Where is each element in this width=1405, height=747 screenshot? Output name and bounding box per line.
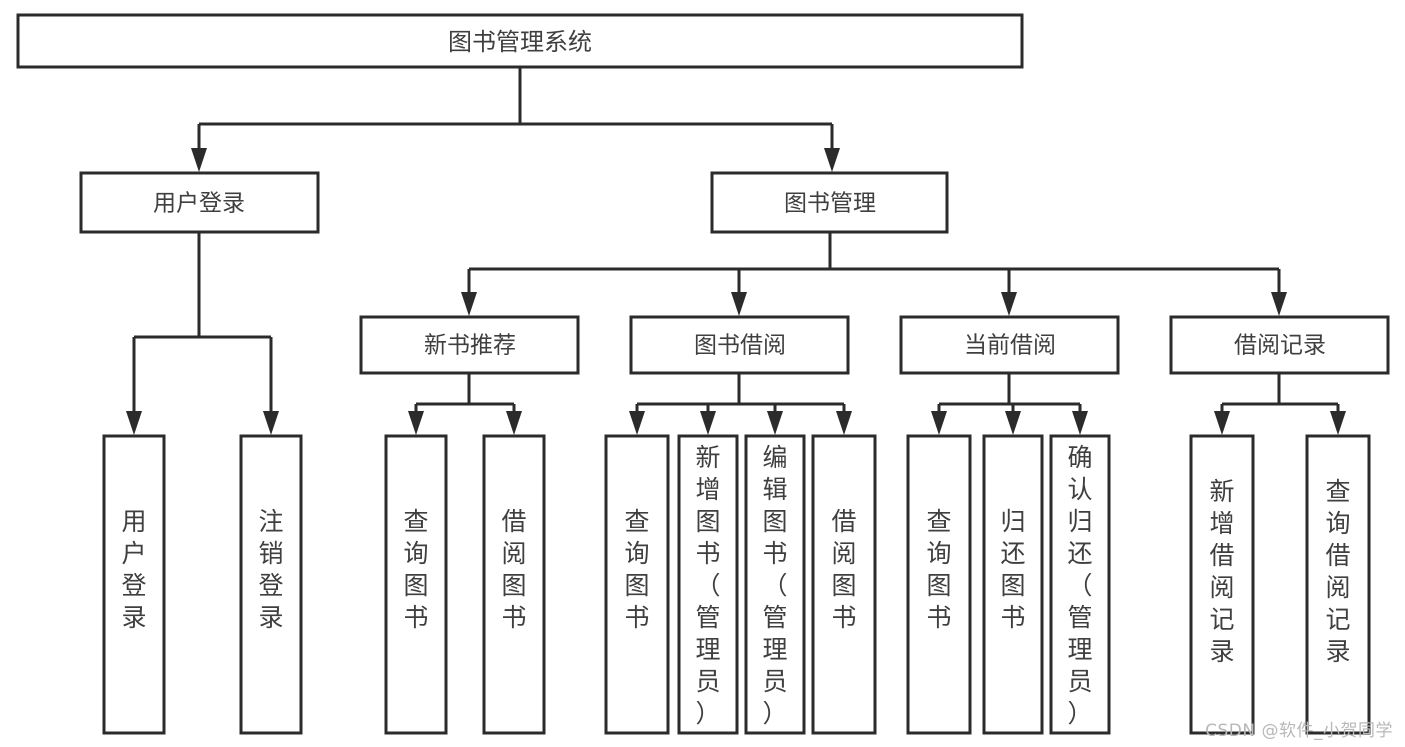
node-borrow-record-label: 借阅记录 — [1234, 333, 1326, 359]
node-leaf-bb-query[interactable]: 查询图书 — [604, 434, 670, 735]
node-new-book-rec[interactable]: 新书推荐 — [359, 315, 580, 375]
node-leaf-cb-confirm[interactable]: 确认归还（管理员） — [1049, 434, 1111, 735]
node-new-book-rec-label: 新书推荐 — [424, 333, 516, 359]
node-leaf-bb-add-label: 新增图书（管理员） — [695, 443, 720, 728]
arrow-head-leaf-cb-confirm — [1072, 411, 1088, 435]
arrow-head-user-login — [191, 148, 207, 172]
node-leaf-br-add-box[interactable] — [1189, 434, 1255, 735]
node-leaf-rec-query-label: 查询图书 — [403, 507, 428, 632]
node-leaf-bb-add-box[interactable] — [677, 434, 739, 735]
node-root-label: 图书管理系统 — [448, 28, 592, 56]
arrow-head-leaf-rec-query — [408, 411, 424, 435]
node-leaf-cb-confirm-label: 确认归还（管理员） — [1067, 443, 1092, 728]
arrow-head-leaf-br-add — [1214, 411, 1230, 435]
arrow-head-leaf-rec-borrow — [506, 411, 522, 435]
node-leaf-rec-query-box[interactable] — [384, 434, 448, 735]
node-borrow-record[interactable]: 借阅记录 — [1169, 315, 1390, 375]
node-user-login-label: 用户登录 — [153, 191, 245, 217]
arrow-head-borrow-record — [1271, 292, 1287, 316]
node-leaf-user-logout-box[interactable] — [239, 434, 303, 735]
node-leaf-rec-borrow-box[interactable] — [482, 434, 546, 735]
node-leaf-cb-query[interactable]: 查询图书 — [906, 434, 972, 735]
connector-group-book-manage — [461, 232, 1287, 316]
node-leaf-bb-edit-box[interactable] — [744, 434, 806, 735]
node-leaf-bb-borrow-label: 借阅图书 — [831, 507, 856, 632]
node-leaf-cb-return-label: 归还图书 — [1000, 507, 1025, 632]
arrow-head-leaf-cb-query — [931, 411, 947, 435]
connector-group-borrow-record — [1214, 373, 1346, 435]
arrow-head-leaf-bb-edit — [767, 411, 783, 435]
node-root-box[interactable] — [16, 13, 1024, 69]
node-leaf-cb-query-box[interactable] — [906, 434, 972, 735]
node-user-login-box[interactable] — [79, 171, 320, 234]
node-leaf-br-add[interactable]: 新增借阅记录 — [1189, 434, 1255, 735]
arrow-head-current-borrow — [1001, 292, 1017, 316]
arrow-head-book-borrow — [731, 292, 747, 316]
node-leaf-user-login[interactable]: 用户登录 — [102, 434, 166, 735]
connector-group-root — [191, 67, 840, 172]
node-root[interactable]: 图书管理系统 — [16, 13, 1024, 69]
arrow-head-leaf-br-query — [1330, 411, 1346, 435]
node-new-book-rec-box[interactable] — [359, 315, 580, 375]
node-leaf-user-logout[interactable]: 注销登录 — [239, 434, 303, 735]
node-book-manage[interactable]: 图书管理 — [710, 171, 949, 234]
node-leaf-cb-confirm-box[interactable] — [1049, 434, 1111, 735]
node-book-borrow-box[interactable] — [629, 315, 850, 375]
node-leaf-cb-return-box[interactable] — [982, 434, 1044, 735]
node-leaf-bb-edit-label: 编辑图书（管理员） — [762, 443, 787, 728]
node-leaf-cb-query-label: 查询图书 — [926, 507, 951, 632]
node-book-borrow[interactable]: 图书借阅 — [629, 315, 850, 375]
node-current-borrow-label: 当前借阅 — [964, 333, 1056, 359]
arrow-head-leaf-user-logout — [263, 411, 279, 435]
connector-group-book-borrow — [629, 373, 852, 435]
arrow-head-new-book-rec — [461, 292, 477, 316]
node-current-borrow[interactable]: 当前借阅 — [899, 315, 1120, 375]
node-leaf-bb-borrow[interactable]: 借阅图书 — [811, 434, 877, 735]
node-book-borrow-label: 图书借阅 — [694, 333, 786, 359]
arrow-head-leaf-cb-return — [1005, 411, 1021, 435]
arrow-head-book-manage — [824, 148, 840, 172]
node-leaf-rec-borrow[interactable]: 借阅图书 — [482, 434, 546, 735]
node-leaf-user-login-box[interactable] — [102, 434, 166, 735]
node-leaf-bb-query-box[interactable] — [604, 434, 670, 735]
node-borrow-record-box[interactable] — [1169, 315, 1390, 375]
node-book-manage-box[interactable] — [710, 171, 949, 234]
node-leaf-br-query[interactable]: 查询借阅记录 — [1305, 434, 1371, 735]
node-leaf-rec-query[interactable]: 查询图书 — [384, 434, 448, 735]
node-leaf-br-query-box[interactable] — [1305, 434, 1371, 735]
node-user-login[interactable]: 用户登录 — [79, 171, 320, 234]
node-leaf-user-logout-label: 注销登录 — [258, 507, 283, 632]
node-leaf-br-query-label: 查询借阅记录 — [1325, 477, 1350, 666]
node-leaf-rec-borrow-label: 借阅图书 — [501, 507, 526, 632]
node-leaf-user-login-label: 用户登录 — [121, 507, 146, 632]
node-leaf-bb-query-label: 查询图书 — [624, 507, 649, 632]
arrow-head-leaf-user-login — [126, 411, 142, 435]
node-book-manage-label: 图书管理 — [784, 191, 876, 217]
node-leaf-bb-edit[interactable]: 编辑图书（管理员） — [744, 434, 806, 735]
arrow-head-leaf-bb-query — [629, 411, 645, 435]
connector-group-current-borrow — [931, 373, 1088, 435]
connector-group-new-book-rec — [408, 373, 522, 435]
node-leaf-bb-add[interactable]: 新增图书（管理员） — [677, 434, 739, 735]
node-leaf-br-add-label: 新增借阅记录 — [1209, 477, 1234, 666]
arrow-head-leaf-bb-add — [700, 411, 716, 435]
node-leaf-bb-borrow-box[interactable] — [811, 434, 877, 735]
connector-group-user-login — [126, 232, 279, 435]
node-leaf-cb-return[interactable]: 归还图书 — [982, 434, 1044, 735]
node-current-borrow-box[interactable] — [899, 315, 1120, 375]
arrow-head-leaf-bb-borrow — [836, 411, 852, 435]
